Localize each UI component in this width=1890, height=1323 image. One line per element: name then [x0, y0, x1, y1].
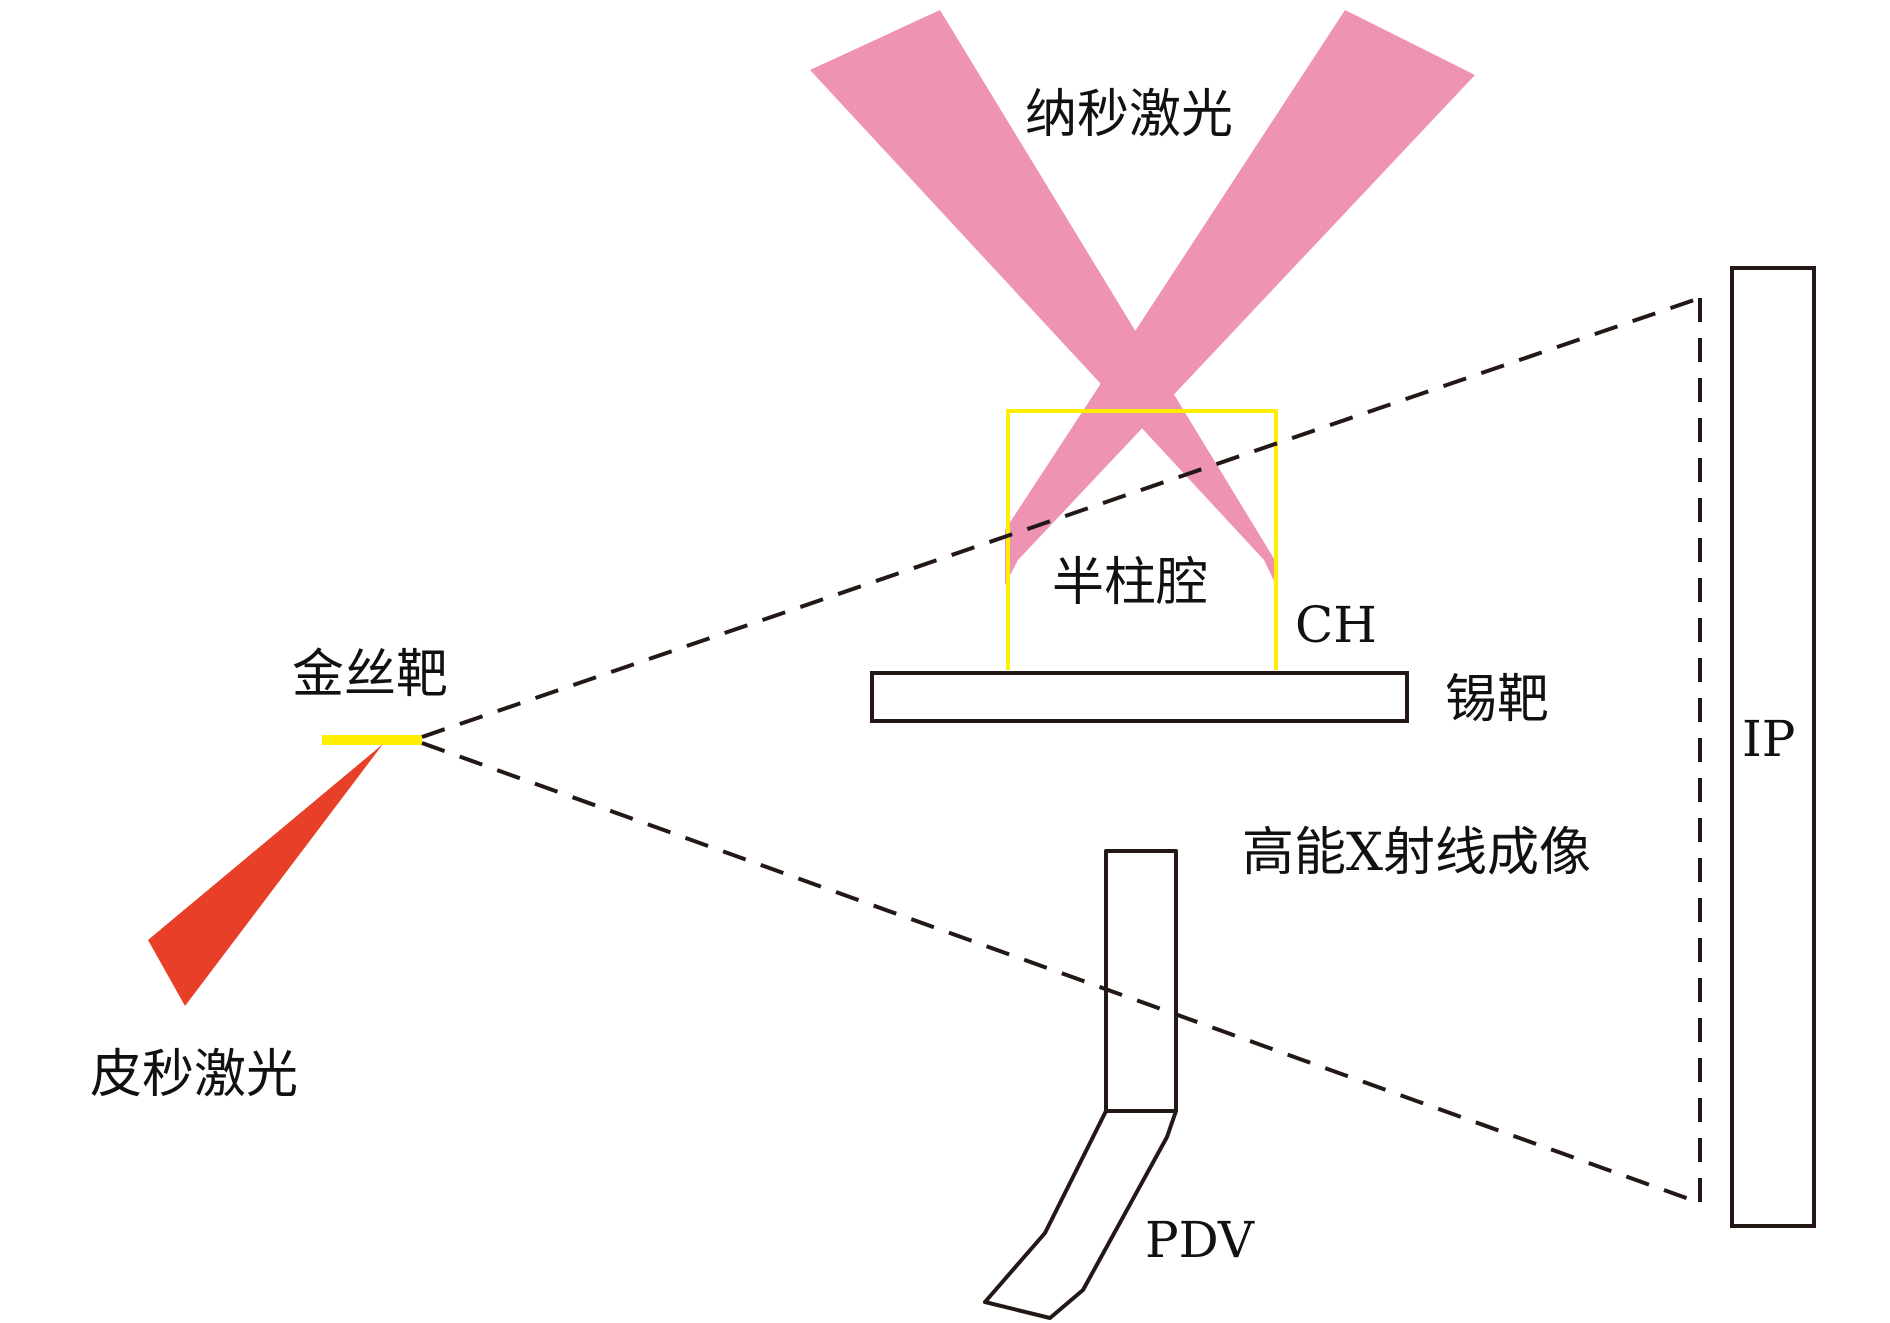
- tin-target: [870, 671, 1409, 723]
- pdv-label: PDV: [1145, 1211, 1255, 1269]
- ch-label: CH: [1295, 596, 1377, 654]
- ns-laser-beam-right: [1005, 10, 1475, 585]
- xray-lower-ray: [421, 741, 1701, 1205]
- ns-laser-label: 纳秒激光: [1025, 85, 1233, 145]
- ns-laser-beam-left: [810, 10, 1276, 585]
- nanosecond-laser-beams: [810, 10, 1475, 585]
- gold-wire-label: 金丝靶: [292, 645, 448, 705]
- xray-imaging-label: 高能X射线成像: [1242, 823, 1591, 883]
- tin-target-label: 锡靶: [1445, 670, 1549, 730]
- ip-label: IP: [1742, 710, 1795, 768]
- pdv-probe-upper: [1104, 849, 1178, 1113]
- half-cylinder-cavity: [1006, 409, 1278, 670]
- xray-upper-ray: [421, 296, 1701, 739]
- xray-imaging-cone: [421, 296, 1702, 1205]
- gold-wire-target: [322, 735, 422, 745]
- imaging-plate: [1730, 266, 1816, 1228]
- picosecond-laser-beam: [148, 744, 383, 1006]
- ps-laser-label: 皮秒激光: [90, 1045, 298, 1105]
- half-cavity-label: 半柱腔: [1052, 553, 1208, 613]
- pdv-probe-lower: [983, 1109, 1178, 1320]
- pdv-probe: [983, 849, 1178, 1320]
